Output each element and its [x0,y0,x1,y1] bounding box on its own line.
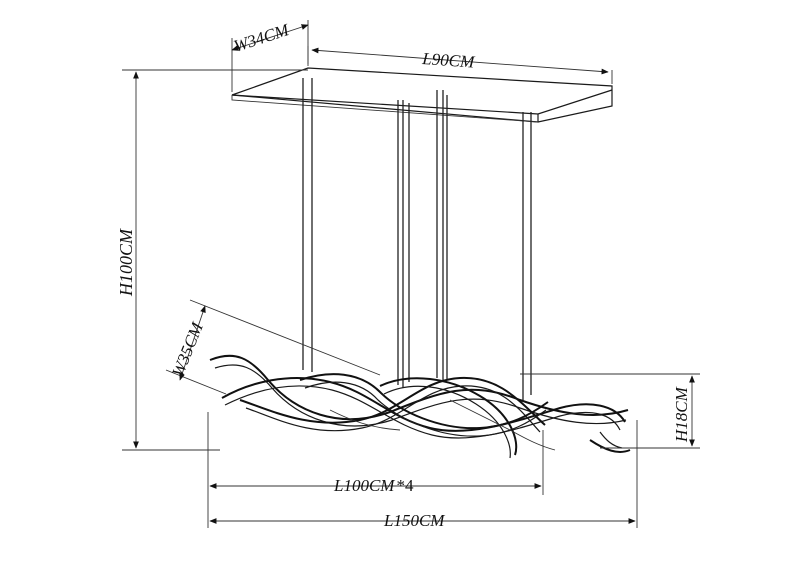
dimension-canopy-length: L90CM [307,46,613,84]
dimension-total-length: L150CM [209,420,638,530]
ceiling-canopy [231,67,613,123]
total-height-label: H100CM [116,228,136,297]
dimension-fixture-height: H18CM [520,373,700,449]
wavy-light-bands [209,354,631,459]
fixture-height-label: H18CM [672,386,691,443]
dimension-inner-length: L100CM*4 [207,412,544,528]
dimension-total-height: H100CM [116,69,308,451]
inner-length-label: L100CM*4 [333,476,414,495]
suspension-rods [302,78,532,400]
inner-length-multiplier: *4 [396,476,414,495]
canopy-width-label: W34CM [231,20,292,56]
total-length-label: L150CM [383,511,445,530]
canopy-length-label: L90CM [421,49,476,72]
fixture-width-label: W35CM [168,319,207,379]
